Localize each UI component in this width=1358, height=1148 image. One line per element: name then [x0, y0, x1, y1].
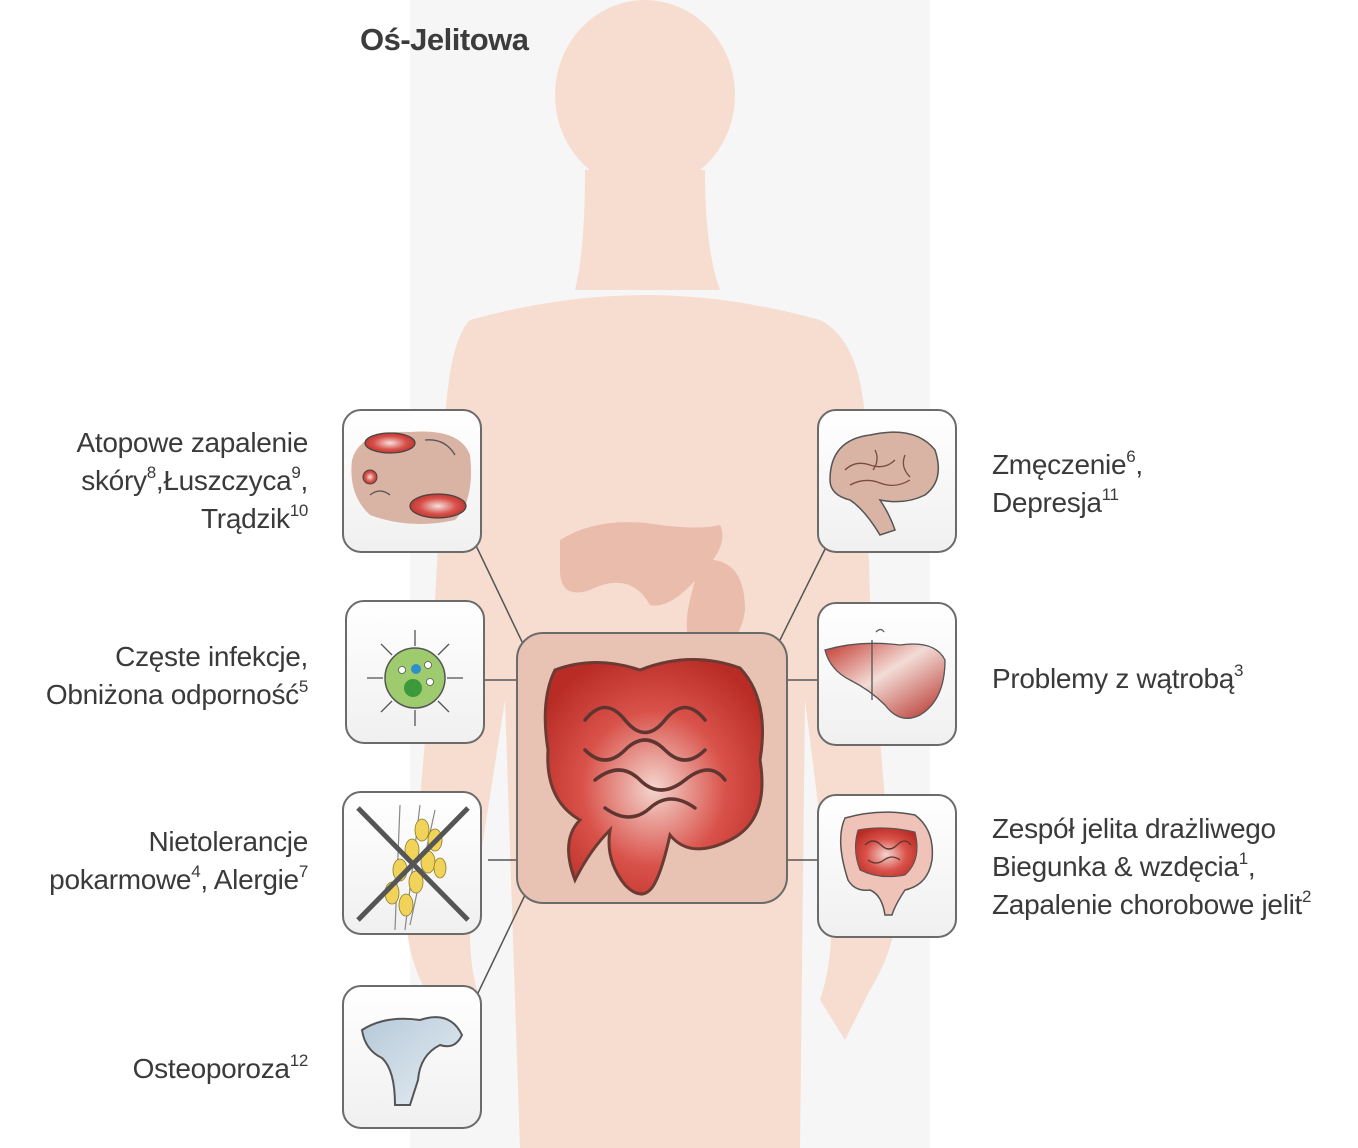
skin-term-psoriasis: Łuszczyca — [163, 465, 291, 496]
bowel-ref-1: 1 — [1239, 849, 1248, 868]
immune-cell-icon — [367, 630, 463, 726]
food-ref-7: 7 — [299, 862, 308, 881]
immune-line-1: Częste infekcje, — [46, 638, 308, 676]
label-bone-conditions: Osteoporoza12 — [133, 1050, 308, 1088]
skin-line-2: skóry8,Łuszczyca9, — [76, 462, 308, 500]
food-term-intolerance: pokarmowe — [49, 864, 191, 895]
immune-term: Obniżona odporność — [46, 679, 299, 710]
label-bowel-conditions: Zespół jelita drażliwego Biegunka & wzdę… — [992, 810, 1311, 924]
brain-line-1: Zmęczenie6, — [992, 446, 1143, 484]
diagram-title: Oś-Jelitowa — [360, 22, 529, 58]
brain-end: , — [1135, 449, 1142, 480]
brain-term-fatigue: Zmęczenie — [992, 449, 1126, 480]
immune-panel — [346, 601, 484, 743]
bowel-line-3: Zapalenie chorobowe jelit2 — [992, 886, 1311, 924]
bowel-panel — [818, 795, 956, 937]
label-immune-conditions: Częste infekcje, Obniżona odporność5 — [46, 638, 308, 714]
brain-panel — [818, 410, 956, 552]
immune-ref-5: 5 — [299, 677, 308, 696]
skin-ref-9: 9 — [291, 463, 300, 482]
immune-line-2: Obniżona odporność5 — [46, 676, 308, 714]
bone-ref-12: 12 — [290, 1051, 308, 1070]
bowel-end: , — [1248, 851, 1255, 882]
skin-line-1: Atopowe zapalenie — [76, 424, 308, 462]
brain-term-depression: Depresja — [992, 487, 1102, 518]
label-food-conditions: Nietolerancje pokarmowe4, Alergie7 — [49, 823, 308, 899]
liver-panel — [818, 603, 956, 745]
bowel-line-1: Zespół jelita drażliwego — [992, 810, 1311, 848]
bowel-line-2: Biegunka & wzdęcia1, — [992, 848, 1311, 886]
skin-term-acne: Trądzik — [201, 503, 290, 534]
brain-line-2: Depresja11 — [992, 484, 1143, 522]
bowel-ref-2: 2 — [1302, 887, 1311, 906]
food-panel — [343, 792, 481, 934]
skin-panel — [343, 410, 481, 552]
bone-line-1: Osteoporoza12 — [133, 1050, 308, 1088]
liver-line-1: Problemy z wątrobą3 — [992, 660, 1243, 698]
skin-ref-10: 10 — [290, 501, 308, 520]
skin-end: , — [301, 465, 308, 496]
food-term-allergy: , Alergie — [200, 864, 298, 895]
liver-term: Problemy z wątrobą — [992, 663, 1234, 694]
skin-line-3: Trądzik10 — [76, 500, 308, 538]
food-line-1: Nietolerancje — [49, 823, 308, 861]
bone-panel — [343, 986, 481, 1128]
bowel-term-ibd: Zapalenie chorobowe jelit — [992, 889, 1302, 920]
skin-lesions-icon — [351, 431, 471, 524]
central-intestine-panel — [517, 633, 787, 903]
skin-ref-8: 8 — [147, 463, 156, 482]
skin-term-atopic: skóry — [81, 465, 146, 496]
liver-ref-3: 3 — [1234, 661, 1243, 680]
food-ref-4: 4 — [191, 862, 200, 881]
food-line-2: pokarmowe4, Alergie7 — [49, 861, 308, 899]
bone-term: Osteoporoza — [133, 1053, 290, 1084]
label-brain-conditions: Zmęczenie6, Depresja11 — [992, 446, 1143, 522]
label-liver-conditions: Problemy z wątrobą3 — [992, 660, 1243, 698]
bowel-term-diarrhea: Biegunka & wzdęcia — [992, 851, 1239, 882]
label-skin-conditions: Atopowe zapalenie skóry8,Łuszczyca9, Trą… — [76, 424, 308, 538]
brain-ref-11: 11 — [1102, 485, 1119, 504]
